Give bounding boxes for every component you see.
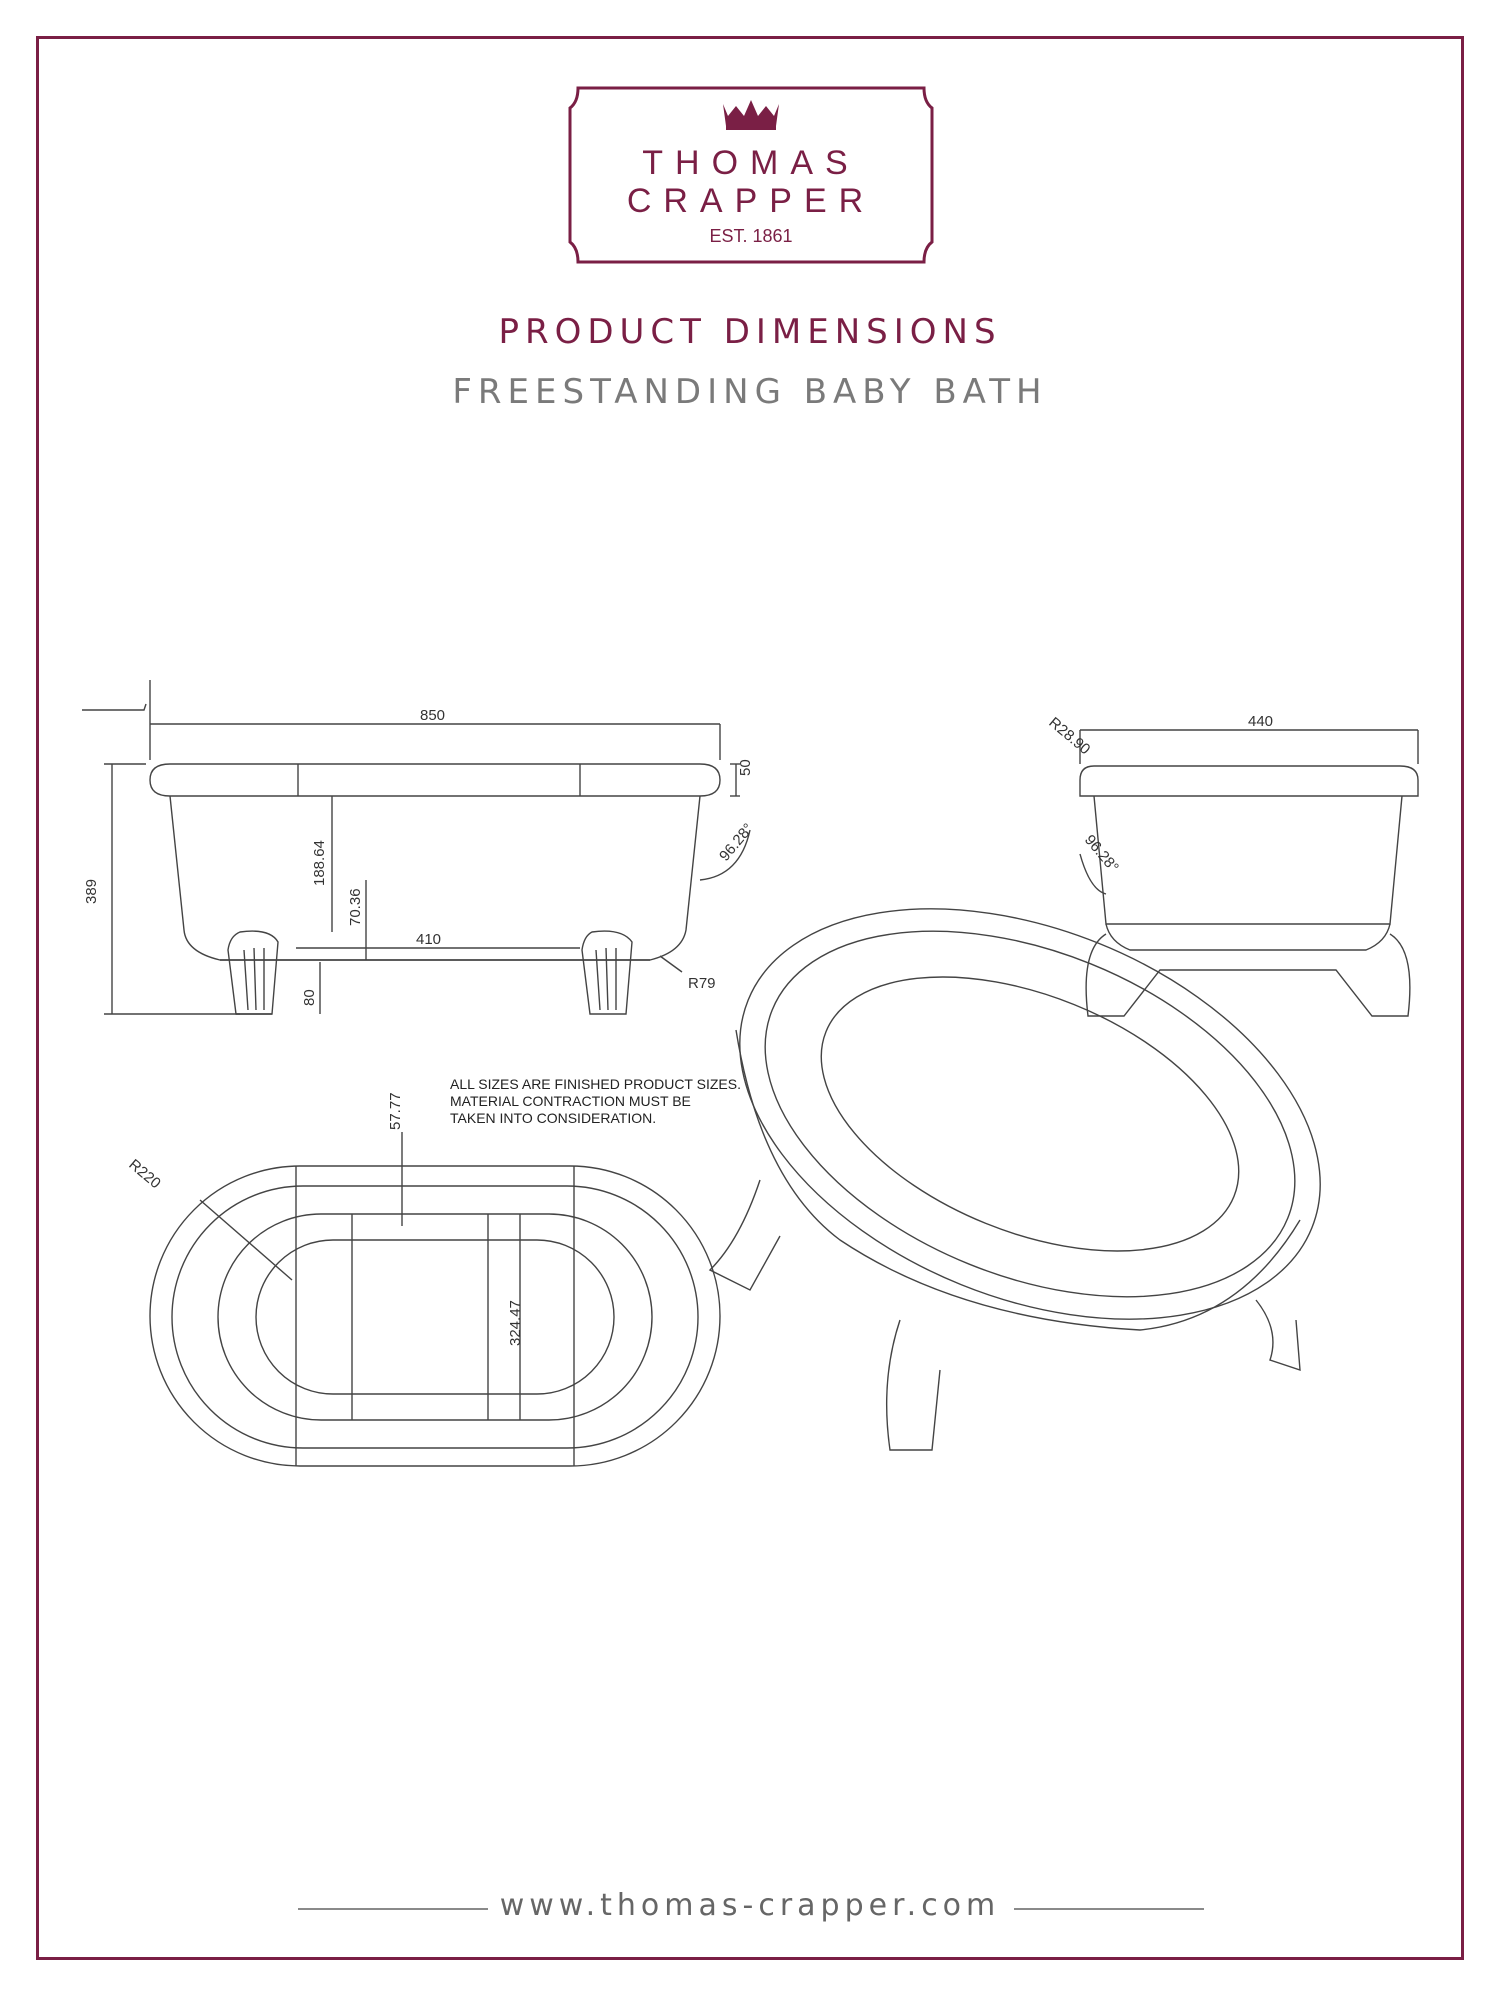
footer-rule-right <box>1014 1908 1204 1910</box>
dim-inner-offset: 70.36 <box>347 888 364 926</box>
dim-depth-inner: 188.64 <box>311 840 328 886</box>
brand-established: EST. 1861 <box>709 226 793 246</box>
dim-plan-inner-width: 324.47 <box>507 1300 524 1346</box>
crown-icon <box>723 100 779 130</box>
page-title: PRODUCT DIMENSIONS <box>498 312 1002 352</box>
end-elevation <box>1079 729 1419 1017</box>
dim-base-span: 410 <box>416 931 441 948</box>
technical-drawing: 850 389 50 188.64 70.36 410 80 96.28° R7… <box>82 680 1419 1467</box>
footer-rule-left <box>298 1908 488 1910</box>
plan-view <box>149 1132 721 1467</box>
side-elevation <box>82 680 751 1015</box>
brand-name-line1: THOMAS <box>642 144 860 182</box>
dim-plan-rim-offset: 57.77 <box>387 1092 404 1130</box>
dim-foot-height: 80 <box>301 989 318 1006</box>
size-note-line2: MATERIAL CONTRACTION MUST BE <box>450 1093 691 1109</box>
size-note: ALL SIZES ARE FINISHED PRODUCT SIZES. MA… <box>450 1076 770 1127</box>
size-note-line1: ALL SIZES ARE FINISHED PRODUCT SIZES. <box>450 1076 741 1092</box>
footer: www.thomas-crapper.com <box>0 1888 1500 1928</box>
brand-name-line2: CRAPPER <box>626 182 876 220</box>
page-subtitle: FREESTANDING BABY BATH <box>452 372 1048 412</box>
dim-rim: 50 <box>737 759 754 776</box>
size-note-line3: TAKEN INTO CONSIDERATION. <box>450 1110 657 1126</box>
website-link[interactable]: www.thomas-crapper.com <box>499 1888 1001 1923</box>
dim-height-total: 389 <box>83 879 100 904</box>
dim-width: 440 <box>1248 713 1273 730</box>
dim-foot-radius: R79 <box>688 975 716 992</box>
isometric-view <box>708 908 1321 1451</box>
logo-frame <box>568 86 934 264</box>
brand-logo: THOMAS CRAPPER EST. 1861 <box>568 86 934 264</box>
page-border <box>36 36 1464 1960</box>
dim-side-angle: 96.28° <box>716 820 757 864</box>
dim-rim-radius: R28.90 <box>1045 714 1093 758</box>
dim-length: 850 <box>420 707 445 724</box>
dim-plan-radius: R220 <box>125 1156 163 1192</box>
